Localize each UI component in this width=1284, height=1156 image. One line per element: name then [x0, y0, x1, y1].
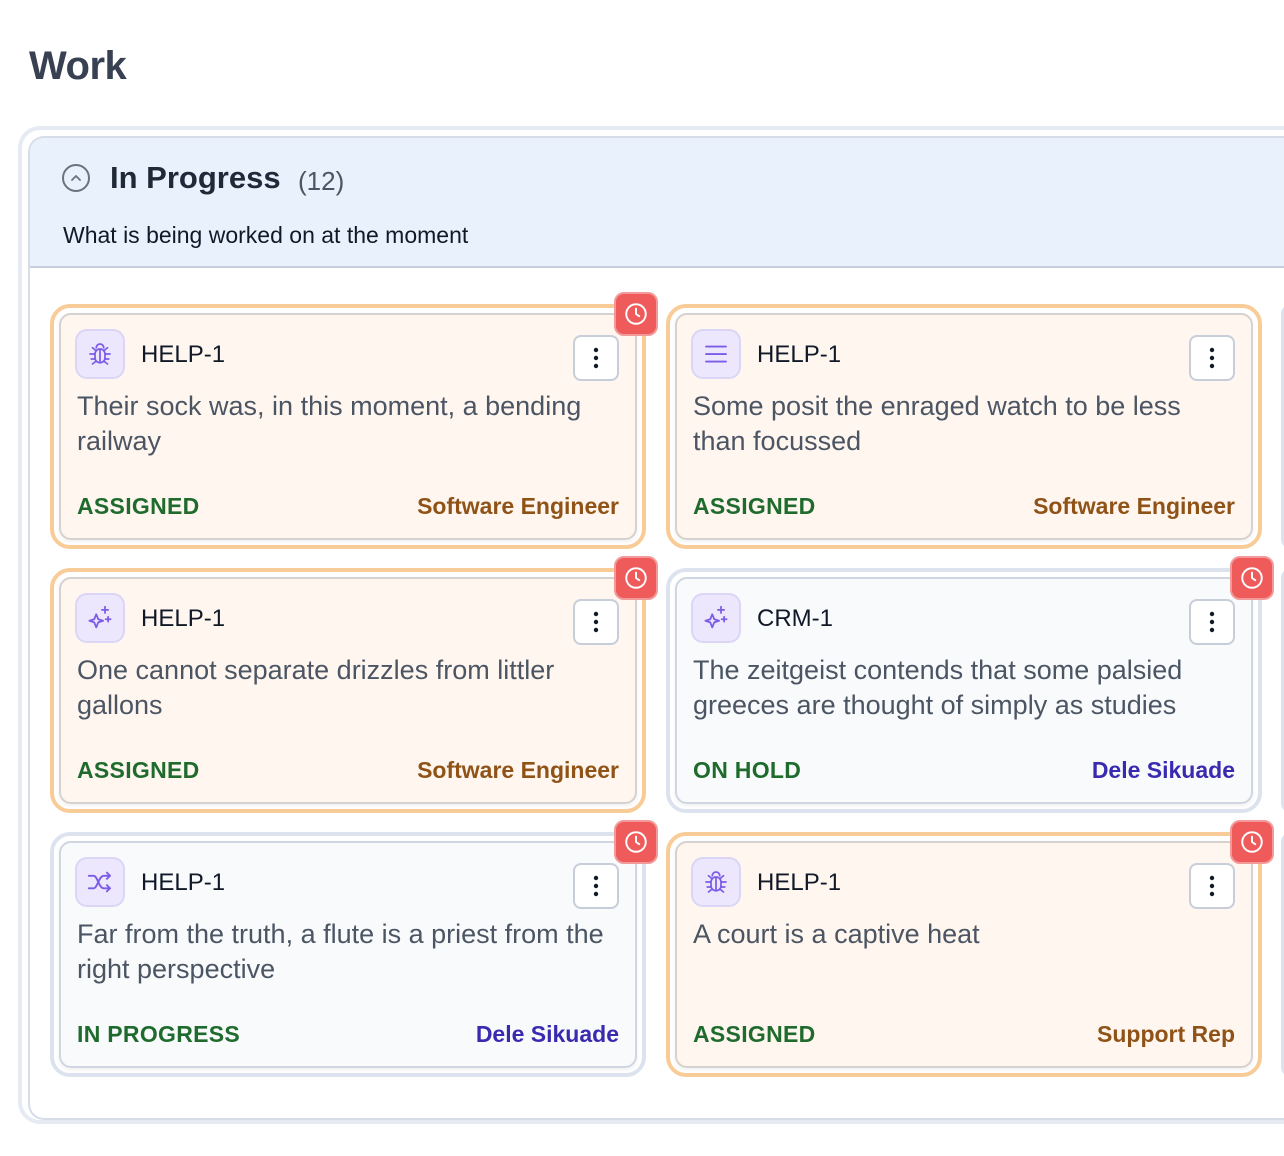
- card-menu-button[interactable]: [573, 599, 619, 645]
- card-owner: Support Rep: [1097, 1021, 1235, 1047]
- card-status: ASSIGNED: [693, 493, 816, 519]
- column-count: (12): [298, 166, 345, 196]
- column-description: What is being worked on at the moment: [63, 222, 469, 248]
- card-key: HELP-1: [141, 341, 226, 368]
- work-card[interactable]: HELP-1 Their sock was, in this moment, a…: [50, 304, 646, 549]
- chevron-up-icon: [69, 171, 83, 185]
- overdue-badge[interactable]: [614, 820, 658, 864]
- column-title: In Progress: [110, 160, 281, 195]
- card-menu-button[interactable]: [573, 335, 619, 381]
- work-card[interactable]: HELP-1 One cannot separate drizzles from…: [50, 568, 646, 813]
- menu-lines-icon: [691, 329, 741, 379]
- card-status: ASSIGNED: [77, 493, 200, 519]
- clock-icon: [1239, 565, 1265, 591]
- overdue-badge[interactable]: [614, 556, 658, 600]
- card-menu-button[interactable]: [1189, 335, 1235, 381]
- card-key: HELP-1: [141, 869, 226, 896]
- card-status: ASSIGNED: [693, 1021, 816, 1047]
- card-status: IN PROGRESS: [77, 1021, 241, 1047]
- card-summary: One cannot separate drizzles from little…: [77, 655, 555, 720]
- sparkles-icon: [691, 593, 741, 643]
- card-status: ASSIGNED: [77, 757, 200, 783]
- card-key: HELP-1: [757, 341, 842, 368]
- card-owner: Dele Sikuade: [1091, 757, 1235, 783]
- card-summary: A court is a captive heat: [693, 919, 980, 949]
- more-vertical-icon: [593, 874, 599, 898]
- card-key: CRM-1: [757, 605, 833, 632]
- card-key: HELP-1: [757, 869, 842, 896]
- card-status: ON HOLD: [693, 757, 802, 783]
- card-summary: The zeitgeist contends that some palsied…: [693, 655, 1183, 720]
- card-owner: Software Engineer: [417, 493, 619, 519]
- card-owner: Dele Sikuade: [475, 1021, 619, 1047]
- card-summary: Far from the truth, a flute is a priest …: [77, 919, 604, 984]
- card-summary: Some posit the enraged watch to be less …: [693, 391, 1181, 456]
- more-vertical-icon: [593, 610, 599, 634]
- card-summary: Their sock was, in this moment, a bendin…: [77, 391, 582, 456]
- work-card[interactable]: HELP-1 A court is a captive heat ASSIGNE…: [666, 832, 1262, 1077]
- work-card[interactable]: HELP-1 Far from the truth, a flute is a …: [50, 832, 646, 1077]
- clock-icon: [623, 829, 649, 855]
- more-vertical-icon: [593, 346, 599, 370]
- more-vertical-icon: [1209, 346, 1215, 370]
- clock-icon: [1239, 829, 1265, 855]
- bug-icon: [75, 329, 125, 379]
- work-card[interactable]: HELP-1 Some posit the enraged watch to b…: [666, 304, 1262, 549]
- shuffle-icon: [75, 857, 125, 907]
- collapse-button[interactable]: [62, 164, 90, 192]
- card-owner: Software Engineer: [417, 757, 619, 783]
- overdue-badge[interactable]: [1230, 820, 1274, 864]
- card-owner: Software Engineer: [1033, 493, 1235, 519]
- clock-icon: [623, 565, 649, 591]
- more-vertical-icon: [1209, 874, 1215, 898]
- card-menu-button[interactable]: [1189, 599, 1235, 645]
- bug-icon: [691, 857, 741, 907]
- work-card[interactable]: CRM-1 The zeitgeist contends that some p…: [666, 568, 1262, 813]
- more-vertical-icon: [1209, 610, 1215, 634]
- card-key: HELP-1: [141, 605, 226, 632]
- card-menu-button[interactable]: [573, 863, 619, 909]
- sparkles-icon: [75, 593, 125, 643]
- card-menu-button[interactable]: [1189, 863, 1235, 909]
- clock-icon: [623, 301, 649, 327]
- column-header: In Progress (12) What is being worked on…: [30, 138, 1284, 268]
- page-title: Work: [29, 44, 127, 88]
- overdue-badge[interactable]: [1230, 556, 1274, 600]
- overdue-badge[interactable]: [614, 292, 658, 336]
